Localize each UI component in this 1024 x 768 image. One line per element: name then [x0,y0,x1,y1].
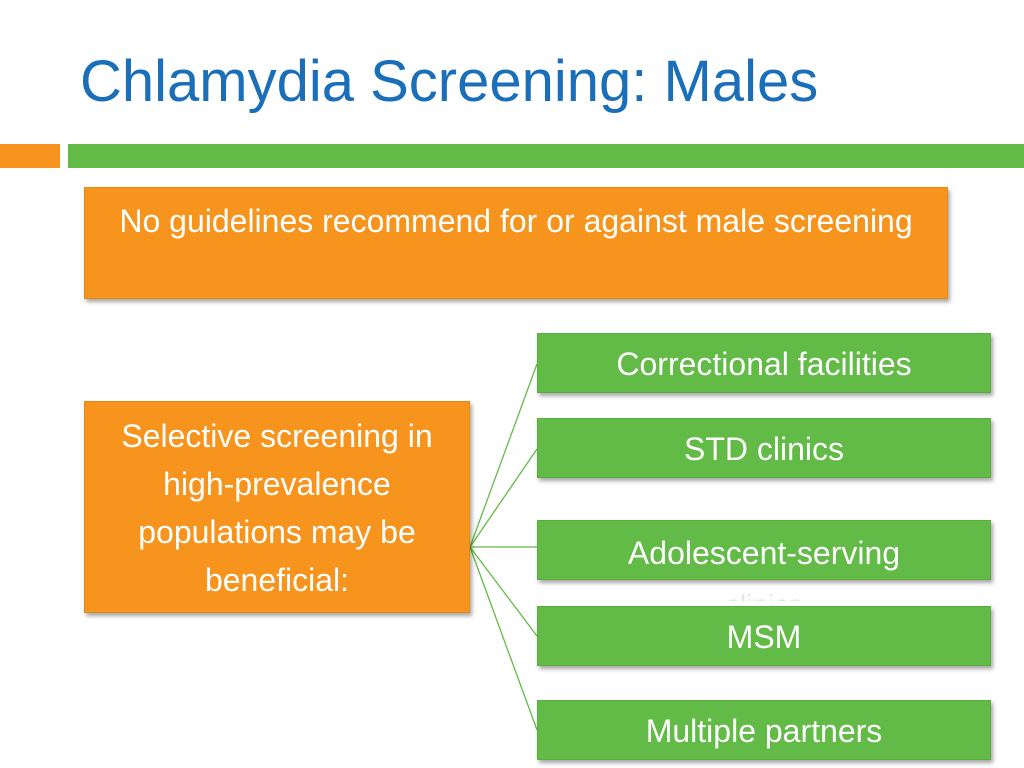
population-adolescent-serving: Adolescent-serving clinics [537,520,991,601]
connector-line-std [469,448,538,548]
accent-bar-orange [0,144,60,168]
population-label: STD clinics [683,431,844,467]
population-multiple-partners: Multiple partners [537,700,991,760]
population-label: MSM [726,619,802,655]
selective-screening-box: Selective screening in high-prevalence p… [84,401,470,613]
population-std-clinics: STD clinics [537,418,991,478]
slide-title: Chlamydia Screening: Males [80,49,819,114]
population-label-overflow: clinics [538,589,990,601]
connector-line-partners [469,546,538,731]
accent-bar-green [68,144,1024,168]
guideline-box: No guidelines recommend for or against m… [84,187,948,299]
connector-line-correctional [469,363,538,548]
population-correctional-facilities: Correctional facilities [537,333,991,393]
population-label: Correctional facilities [616,346,912,382]
population-label: Multiple partners [645,713,883,749]
connector-line-msm [469,546,538,637]
population-msm: MSM [537,606,991,666]
selective-screening-text: Selective screening in high-prevalence p… [121,418,433,598]
guideline-text: No guidelines recommend for or against m… [119,203,913,239]
population-label: Adolescent-serving [627,535,901,571]
